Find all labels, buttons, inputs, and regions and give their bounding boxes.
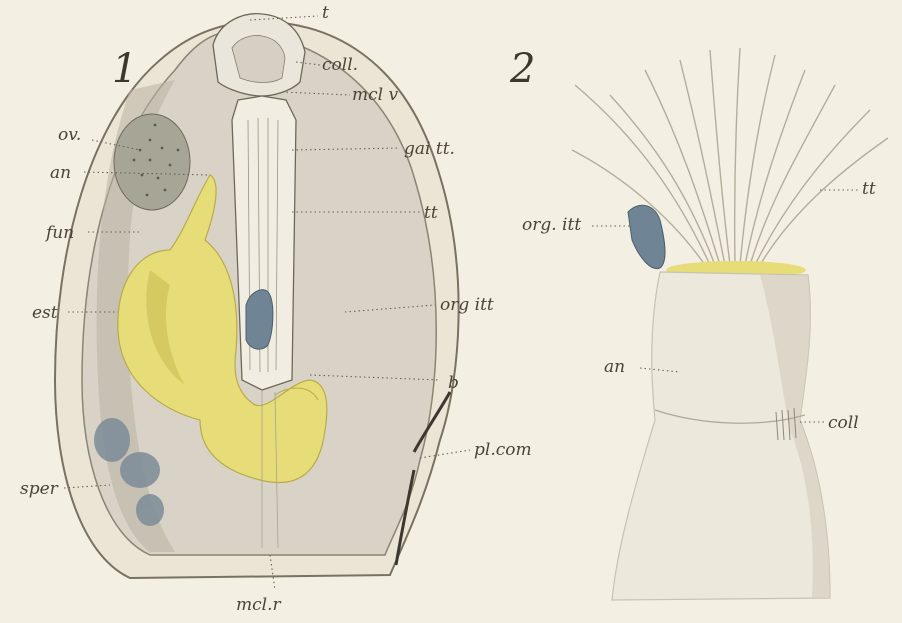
label-gai-tt: gai tt.: [404, 139, 455, 159]
label-fig2-an: an: [604, 357, 625, 377]
collar-detail: [232, 36, 285, 83]
label-t: t: [322, 3, 329, 23]
tentacle-crown: [572, 48, 888, 265]
label-fig2-tt: tt: [862, 179, 876, 199]
label-an: an: [50, 163, 71, 183]
label-tt: tt: [424, 203, 438, 223]
label-sper: sper: [20, 479, 59, 499]
label-fig2-coll: coll: [828, 413, 859, 433]
label-ov: ov.: [58, 125, 81, 145]
label-org-itt: org itt: [440, 295, 494, 315]
label-b: b: [448, 373, 459, 393]
intertentacular-organ-fig2: [628, 205, 665, 268]
ovary: [114, 114, 190, 210]
label-est: est: [32, 303, 58, 323]
label-mcl-r: mcl.r: [236, 595, 281, 615]
label-mcl-v: mcl v: [352, 85, 398, 105]
label-fun: fun: [44, 223, 74, 243]
figure-2-polypide: [572, 48, 888, 600]
label-pl-com: pl.com: [474, 440, 532, 460]
figure-number-2: 2: [509, 46, 535, 92]
intertentacular-organ: [246, 290, 273, 349]
figure-number-1: 1: [112, 46, 137, 92]
label-coll: coll.: [322, 55, 358, 75]
label-fig2-org-itt: org. itt: [522, 215, 581, 235]
